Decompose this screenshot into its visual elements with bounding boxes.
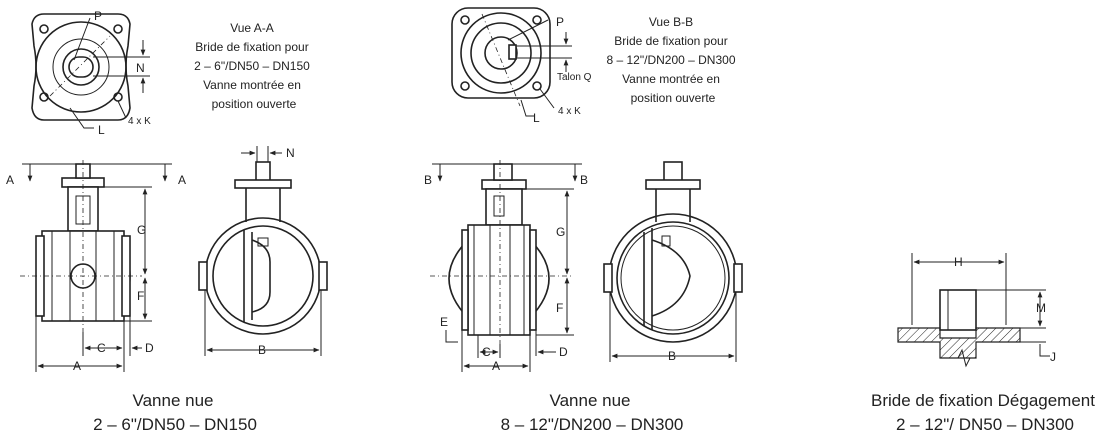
- valve-small-dim-g: G: [137, 223, 146, 237]
- view-a-label-p: P: [94, 9, 102, 23]
- valve-large-dim-d: D: [559, 345, 568, 359]
- caption-middle: Vanne nue 8 – 12"/DN200 – DN300: [501, 391, 684, 434]
- valve-small-section-right: A: [178, 173, 186, 187]
- view-b-note-4: Vanne montrée en: [622, 72, 720, 86]
- view-b-flange: P Talon Q L 4 x K: [451, 7, 592, 125]
- view-a-label-l: L: [98, 123, 105, 137]
- view-a-notes: Vue A-A Bride de fixation pour 2 – 6"/DN…: [194, 19, 314, 111]
- caption-right: Bride de fixation Dégagement 2 – 12"/ DN…: [871, 391, 1099, 434]
- valve-large-side-view: B B G F E C D: [424, 160, 588, 373]
- view-b-note-5: position ouverte: [631, 91, 716, 105]
- valve-small-dim-c: C: [97, 341, 106, 355]
- caption-left: Vanne nue 2 – 6"/DN50 – DN150: [93, 391, 257, 434]
- view-a-flange: P N L 4 x K: [31, 9, 151, 137]
- valve-small-front-view: N B: [198, 146, 328, 357]
- view-b-note-2: Bride de fixation pour: [614, 34, 727, 48]
- valve-large-dim-g: G: [556, 225, 565, 239]
- caption-left-line-2: 2 – 6"/DN50 – DN150: [93, 415, 257, 434]
- valve-large-dim-c: C: [482, 345, 491, 359]
- valve-large-dim-e: E: [440, 315, 448, 329]
- valve-small-dim-a: A: [73, 359, 81, 373]
- valve-large-section-left: B: [424, 173, 432, 187]
- view-b-label-p: P: [556, 15, 564, 29]
- view-a-note-5: position ouverte: [212, 97, 297, 111]
- caption-left-line-1: Vanne nue: [133, 391, 214, 410]
- view-b-label-talon: Talon Q: [557, 72, 592, 83]
- view-b-notes: Vue B-B Bride de fixation pour 8 – 12"/D…: [606, 13, 739, 105]
- valve-small-dim-b: B: [258, 343, 266, 357]
- flange-dim-m: M: [1036, 301, 1046, 315]
- caption-right-line-1: Bride de fixation Dégagement: [871, 391, 1095, 410]
- valve-small-side-view: A A G F C D A: [6, 160, 186, 373]
- view-b-label-l: L: [533, 111, 540, 125]
- caption-right-line-2: 2 – 12"/ DN50 – DN300: [896, 415, 1074, 434]
- valve-small-section-left: A: [6, 173, 14, 187]
- view-a-note-3: 2 – 6"/DN50 – DN150: [194, 59, 310, 73]
- valve-small-dim-f: F: [137, 289, 144, 303]
- view-b-note-3: 8 – 12"/DN200 – DN300: [606, 53, 735, 67]
- caption-middle-line-1: Vanne nue: [550, 391, 631, 410]
- view-b-label-k: 4 x K: [558, 106, 581, 117]
- flange-dim-h: H: [954, 255, 963, 269]
- valve-large-front-view: B: [603, 161, 743, 363]
- view-b-note-1: Vue B-B: [649, 15, 693, 29]
- valve-large-dim-f: F: [556, 301, 563, 315]
- flange-dim-j: J: [1050, 350, 1056, 364]
- view-a-label-k: 4 x K: [128, 116, 151, 127]
- view-a-note-4: Vanne montrée en: [203, 78, 301, 92]
- valve-small-dim-d: D: [145, 341, 154, 355]
- valve-large-dim-a: A: [492, 359, 500, 373]
- view-a-note-2: Bride de fixation pour: [195, 40, 308, 54]
- caption-middle-line-2: 8 – 12"/DN200 – DN300: [501, 415, 684, 434]
- view-a-label-n: N: [136, 61, 145, 75]
- valve-small-dim-n: N: [286, 146, 295, 160]
- flange-clearance-detail: H M J: [897, 253, 1056, 368]
- valve-large-section-right: B: [580, 173, 588, 187]
- valve-large-dim-b: B: [668, 349, 676, 363]
- view-a-note-1: Vue A-A: [230, 21, 274, 35]
